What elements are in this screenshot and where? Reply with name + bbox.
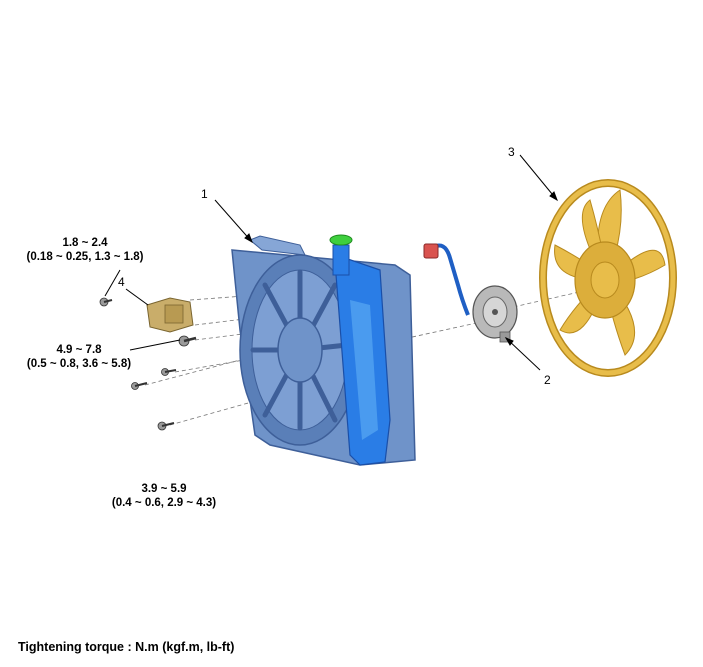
torque-conversion: (0.18 ~ 0.25, 1.3 ~ 1.8): [26, 251, 144, 263]
callout-part-3: 3: [508, 145, 515, 159]
torque-value: 3.9 ~ 5.9: [141, 483, 187, 495]
torque-value: 4.9 ~ 7.8: [56, 344, 102, 356]
tightening-torque-units-note: Tightening torque : N.m (kgf.m, lb-ft): [18, 640, 235, 654]
fan-motor: [423, 243, 518, 343]
torque-spec-bracket-bolt: 1.8 ~ 2.4 (0.18 ~ 0.25, 1.3 ~ 1.8): [12, 236, 158, 264]
resistor-bracket: [146, 297, 194, 333]
fan-blade: [539, 179, 677, 377]
callout-part-2: 2: [544, 373, 551, 387]
callout-part-4: 4: [118, 275, 125, 289]
callout-part-1: 1: [201, 187, 208, 201]
torque-conversion: (0.5 ~ 0.8, 3.6 ~ 5.8): [26, 358, 132, 370]
torque-spec-lower-bolt: 3.9 ~ 5.9 (0.4 ~ 0.6, 2.9 ~ 4.3): [104, 482, 224, 510]
torque-spec-shroud-bolt: 4.9 ~ 7.8 (0.5 ~ 0.8, 3.6 ~ 5.8): [14, 343, 144, 371]
torque-conversion: (0.4 ~ 0.6, 2.9 ~ 4.3): [111, 497, 217, 509]
callout-leaders: [104, 154, 558, 371]
coolant-reservoir: [329, 234, 391, 466]
torque-value: 1.8 ~ 2.4: [62, 237, 108, 249]
bolts: [99, 297, 197, 431]
